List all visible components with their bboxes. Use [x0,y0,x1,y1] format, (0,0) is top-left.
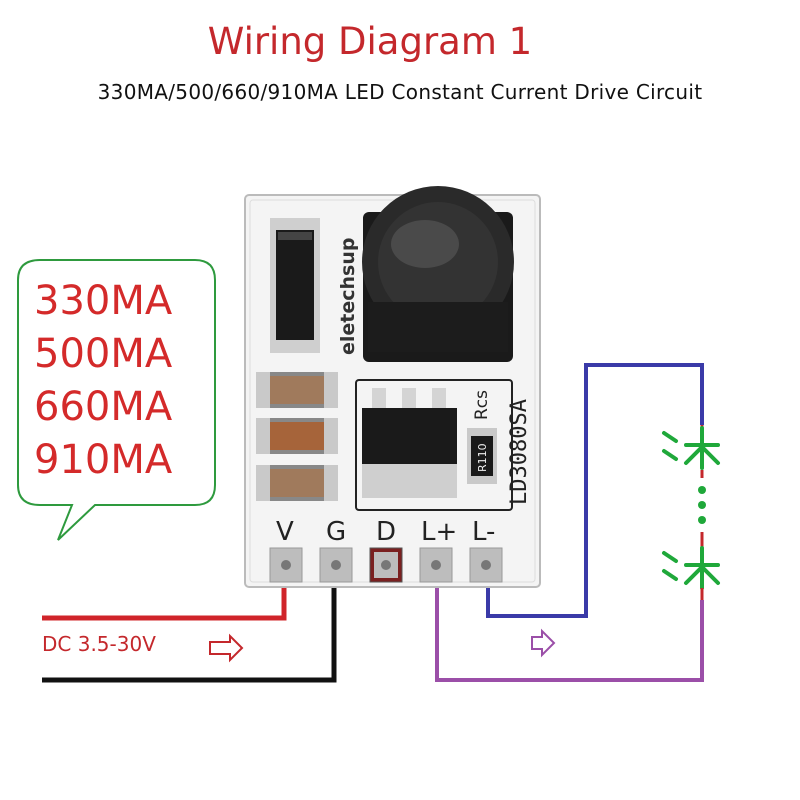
inductor-component [362,186,514,362]
led-negative-wire [486,363,704,618]
led-positive-wire [435,575,704,682]
pin-label-v: V [276,517,294,547]
sense-resistor-value: R110 [476,443,489,472]
diode-component [270,218,320,353]
driver-ic-component [362,388,457,498]
capacitor-component [256,465,338,501]
diagram-title: Wiring Diagram 1 [207,20,533,63]
pin-label-g: G [326,517,346,547]
sense-resistor-label: Rcs [472,390,492,420]
diagram-subtitle: 330MA/500/660/910MA LED Constant Current… [97,80,703,104]
driver-board: eletechsup Rcs [244,186,541,588]
current-option: 660MA [34,384,173,430]
current-options-list: 330MA 500MA 660MA 910MA [34,275,204,487]
model-label: LD3080SA [507,399,532,505]
led-string [662,425,720,600]
capacitor-component [256,418,338,454]
pad-g [319,547,353,583]
led-icon [662,546,720,590]
ground-wire [42,575,337,683]
power-input-label: DC 3.5-30V [42,632,156,656]
current-option: 910MA [34,437,173,483]
current-direction-arrow [531,628,556,658]
pad-d [369,547,403,583]
current-option: 500MA [34,331,173,377]
sense-resistor-component: R110 [467,428,497,484]
led-icon [662,426,720,470]
current-options-bubble [17,259,216,541]
pin-label-l-plus: L+ [421,517,457,547]
brand-label: eletechsup [337,238,359,355]
current-option: 330MA [34,278,173,324]
pad-l-plus [419,547,453,583]
pad-l-minus [469,547,503,583]
pad-v [269,547,303,583]
capacitor-component [256,372,338,408]
power-direction-arrow [209,633,244,663]
pin-label-d: D [376,517,396,547]
pin-label-l-minus: L- [472,517,495,547]
positive-wire [42,575,287,621]
